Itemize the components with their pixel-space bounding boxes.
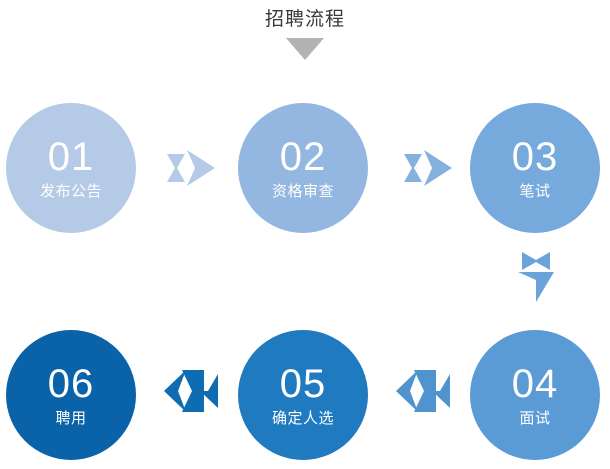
arrow-step4-to-step5-icon (396, 370, 450, 412)
diagram-title: 招聘流程 (264, 8, 345, 30)
step-number: 03 (511, 134, 559, 179)
process-step-04[interactable]: 04 面试 (470, 330, 600, 460)
process-step-06[interactable]: 06 聘用 (6, 330, 136, 460)
step-number: 05 (279, 361, 327, 406)
diagram-title-block: 招聘流程 (0, 6, 610, 60)
step-label: 聘用 (55, 408, 87, 427)
step-label: 面试 (519, 408, 551, 427)
arrow-step2-to-step3-icon (404, 150, 452, 186)
arrow-step5-to-step6-icon (164, 370, 218, 412)
chevron-down-icon (286, 38, 324, 60)
step-number: 06 (47, 361, 95, 406)
step-number: 04 (511, 361, 559, 406)
process-step-05[interactable]: 05 确定人选 (238, 330, 368, 460)
arrow-step1-to-step2-icon (167, 150, 215, 186)
arrow-step3-to-step4-icon (518, 252, 554, 302)
process-step-01[interactable]: 01 发布公告 (6, 103, 136, 233)
step-number: 02 (279, 134, 327, 179)
step-label: 发布公告 (39, 181, 102, 200)
step-label: 资格审查 (271, 181, 334, 200)
step-label: 笔试 (519, 181, 551, 200)
process-step-02[interactable]: 02 资格审查 (238, 103, 368, 233)
step-label: 确定人选 (271, 408, 334, 427)
step-number: 01 (47, 134, 95, 179)
process-step-03[interactable]: 03 笔试 (470, 103, 600, 233)
